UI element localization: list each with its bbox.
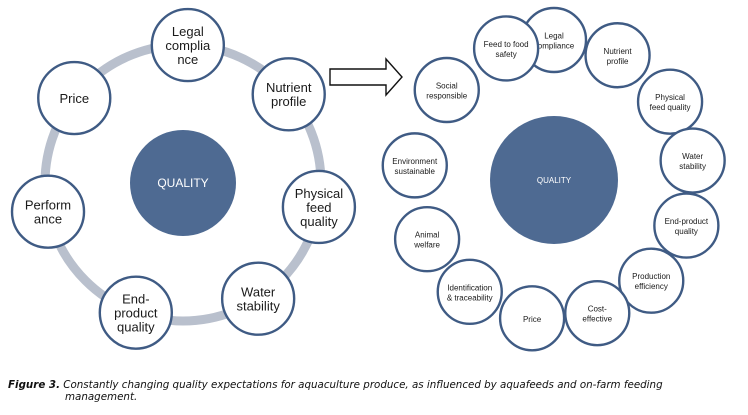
right-node [393, 205, 461, 273]
right-node [618, 247, 685, 314]
right-arrow-icon [329, 57, 403, 97]
right-node [564, 279, 631, 347]
left-node-label-line: Water [241, 285, 276, 300]
right-node-label-line: welfare [413, 241, 440, 250]
right-node-label: Price [523, 315, 542, 324]
left-node-label-line: ance [34, 212, 62, 227]
quality-core [130, 130, 236, 236]
left-node-label-line: complia [165, 38, 211, 53]
left-node-label-line: Nutrient [266, 80, 312, 95]
right-node-label-line: Feed to food [484, 40, 529, 49]
right-node-label-line: sustainable [395, 167, 436, 176]
left-node [281, 169, 357, 245]
left-node [98, 275, 174, 350]
quality-core [490, 116, 618, 244]
left-node [37, 60, 112, 136]
right-node-label-line: Nutrient [604, 47, 633, 56]
left-node-label-line: profile [271, 94, 306, 109]
right-node-label-line: Social [436, 82, 458, 91]
left-node-label-line: End- [122, 292, 149, 307]
right-node-label-line: Environment [392, 157, 438, 166]
right-node-label-line: profile [607, 57, 629, 66]
right-node-label: Identification& traceability [447, 283, 493, 302]
left-node-label-line: Physical [295, 186, 344, 201]
right-node-label-line: & traceability [447, 293, 493, 302]
right-node-label-line: safety [495, 50, 516, 59]
left-node-label-line: Legal [172, 24, 204, 39]
right-node-label-line: Identification [447, 283, 492, 292]
left-node-label-line: Perform [25, 198, 71, 213]
quality-core-label: QUALITY [537, 176, 572, 185]
right-node-label-line: Price [523, 315, 542, 324]
right-node [381, 132, 448, 199]
left-node-label: Price [59, 91, 89, 106]
right-node-label-line: feed quality [650, 103, 691, 112]
right-node-label-line: Water [682, 152, 703, 161]
left-node-label-line: product [114, 306, 158, 321]
caption-label: Figure 3. [8, 379, 60, 391]
caption-text: Constantly changing quality expectations… [63, 379, 663, 391]
left-node-label-line: feed [306, 200, 331, 215]
right-node-label-line: quality [675, 227, 698, 236]
left-node [10, 174, 86, 249]
right-node-label-line: Cost- [588, 305, 607, 314]
left-node-label-line: quality [300, 214, 338, 229]
left-node [150, 7, 226, 83]
right-node-label-line: End-product [665, 217, 709, 226]
right-node [472, 15, 540, 82]
right-node-label-line: responsible [426, 92, 467, 101]
left-node-label-line: nce [177, 52, 198, 67]
right-node [584, 22, 651, 89]
quality-core-label: QUALITY [157, 176, 208, 190]
left-node-label-line: Price [59, 91, 89, 106]
caption-text-continued: management. [65, 391, 138, 403]
right-node [636, 68, 704, 135]
right-node-label-line: Animal [415, 231, 440, 240]
figure-caption: Figure 3. Constantly changing quality ex… [8, 379, 743, 403]
right-node-label-line: efficiency [635, 282, 668, 291]
left-node-label-line: quality [117, 320, 155, 335]
right-node [498, 285, 566, 352]
right-node-label-line: effective [582, 315, 612, 324]
left-node [220, 261, 296, 336]
right-node [436, 258, 503, 326]
left-node [251, 57, 326, 132]
right-node-label-line: stability [679, 162, 706, 171]
right-node [659, 127, 726, 194]
right-node-label-line: Production [632, 272, 670, 281]
left-node-label-line: stability [236, 299, 280, 314]
right-node-label-line: compliance [534, 42, 575, 51]
right-node [653, 192, 720, 259]
right-node-label: Cost-effective [582, 305, 612, 324]
right-node-label-line: Legal [544, 32, 564, 41]
right-node [413, 56, 480, 124]
right-node-label-line: Physical [655, 93, 685, 102]
